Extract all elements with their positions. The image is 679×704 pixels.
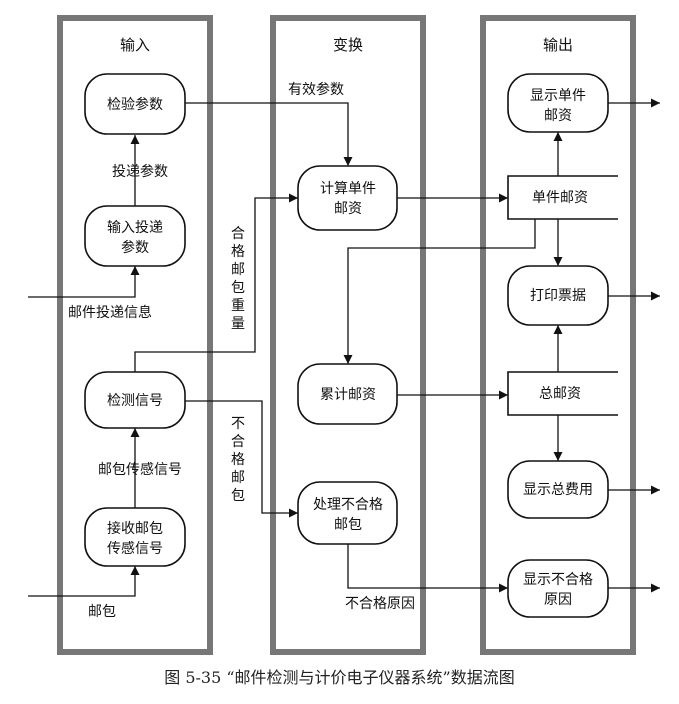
label-print-ticket: 打印票据 bbox=[530, 287, 586, 304]
label-store-total-postage: 总邮资 bbox=[539, 386, 581, 402]
flow-label-qualified-weight-4: 包 bbox=[231, 280, 245, 296]
flow-unqualified-package-arrow bbox=[185, 400, 298, 518]
column-input-title: 输入 bbox=[120, 36, 150, 54]
process-print-ticket bbox=[507, 265, 609, 326]
label-input-delivery-params-1: 输入投递 bbox=[107, 220, 163, 236]
flow-label-qualified-weight-6: 量 bbox=[231, 316, 245, 332]
flow-label-unqualified-package-1: 不 bbox=[231, 416, 245, 432]
flow-label-unqualified-reason: 不合格原因 bbox=[345, 596, 415, 612]
label-show-bad-reason-2: 原因 bbox=[544, 592, 572, 608]
process-accumulate-postage bbox=[297, 363, 398, 425]
flow-label-qualified-weight-1: 合 bbox=[231, 226, 245, 242]
process-calc-single-postage bbox=[297, 165, 398, 231]
flow-unqualified-reason-arrow bbox=[347, 543, 508, 593]
flow-package-arrow bbox=[28, 566, 140, 597]
process-show-total-cost bbox=[507, 460, 609, 519]
label-accumulate: 累计邮资 bbox=[320, 387, 376, 403]
flow-label-unqualified-package-5: 包 bbox=[231, 488, 245, 504]
flow-label-qualified-weight-3: 邮 bbox=[231, 262, 245, 278]
flow-label-unqualified-package-3: 格 bbox=[231, 452, 245, 468]
flow-label-qualified-weight-5: 重 bbox=[231, 298, 245, 314]
flow-label-package: 邮包 bbox=[88, 604, 116, 620]
label-detect-signal: 检测信号 bbox=[107, 393, 163, 409]
process-detect-signal bbox=[84, 371, 186, 429]
process-receive-mail-sensor bbox=[84, 507, 186, 567]
column-transform-title: 变换 bbox=[333, 36, 363, 54]
flow-mail-delivery-info-arrow bbox=[28, 266, 140, 298]
process-input-delivery-params bbox=[84, 205, 186, 267]
flow-label-package-sensor-signal: 邮包传感信号 bbox=[98, 461, 182, 478]
label-input-delivery-params-2: 参数 bbox=[121, 239, 149, 256]
label-show-total: 显示总费用 bbox=[523, 482, 593, 498]
data-flow-diagram: 输入 变换 输出 bbox=[28, 15, 660, 655]
label-show-single-1: 显示单件 bbox=[530, 88, 586, 104]
flow-label-delivery-params: 投递参数 bbox=[112, 163, 168, 180]
flow-valid-params-arrow bbox=[185, 102, 353, 166]
store-single-postage bbox=[507, 175, 618, 220]
column-transform-frame bbox=[270, 15, 426, 655]
label-store-single-postage: 单件邮资 bbox=[532, 190, 588, 206]
label-receive-mail-1: 接收邮包 bbox=[107, 520, 163, 537]
label-check-params: 检验参数 bbox=[107, 96, 163, 113]
column-output-title: 输出 bbox=[543, 36, 573, 54]
flow-label-qualified-weight-2: 格 bbox=[231, 244, 245, 260]
label-calc-single-1: 计算单件 bbox=[320, 181, 376, 197]
label-handle-bad-2: 邮包 bbox=[334, 517, 362, 533]
flow-single-store-to-accumulate-arrow bbox=[343, 219, 536, 364]
process-handle-unqualified bbox=[297, 481, 398, 545]
flow-label-unqualified-package-4: 邮 bbox=[231, 470, 245, 486]
column-input-frame bbox=[57, 15, 213, 655]
process-show-unqualified-reason bbox=[507, 559, 609, 618]
label-show-bad-reason-1: 显示不合格 bbox=[523, 572, 593, 588]
store-total-postage bbox=[507, 371, 618, 416]
flow-label-unqualified-package-2: 合 bbox=[231, 434, 245, 450]
label-handle-bad-1: 处理不合格 bbox=[313, 497, 383, 513]
label-receive-mail-2: 传感信号 bbox=[107, 540, 163, 557]
flow-label-mail-delivery-info: 邮件投递信息 bbox=[68, 304, 152, 321]
column-output-frame bbox=[480, 15, 636, 655]
flow-qualified-weight-arrow bbox=[134, 193, 298, 372]
label-calc-single-2: 邮资 bbox=[334, 201, 362, 217]
figure-caption: 图 5-35 “邮件检测与计价电子仪器系统”数据流图 bbox=[164, 668, 515, 687]
label-show-single-2: 邮资 bbox=[544, 108, 572, 124]
process-show-single-postage bbox=[507, 73, 609, 133]
process-check-params bbox=[84, 73, 186, 135]
flow-label-valid-params: 有效参数 bbox=[288, 81, 344, 98]
